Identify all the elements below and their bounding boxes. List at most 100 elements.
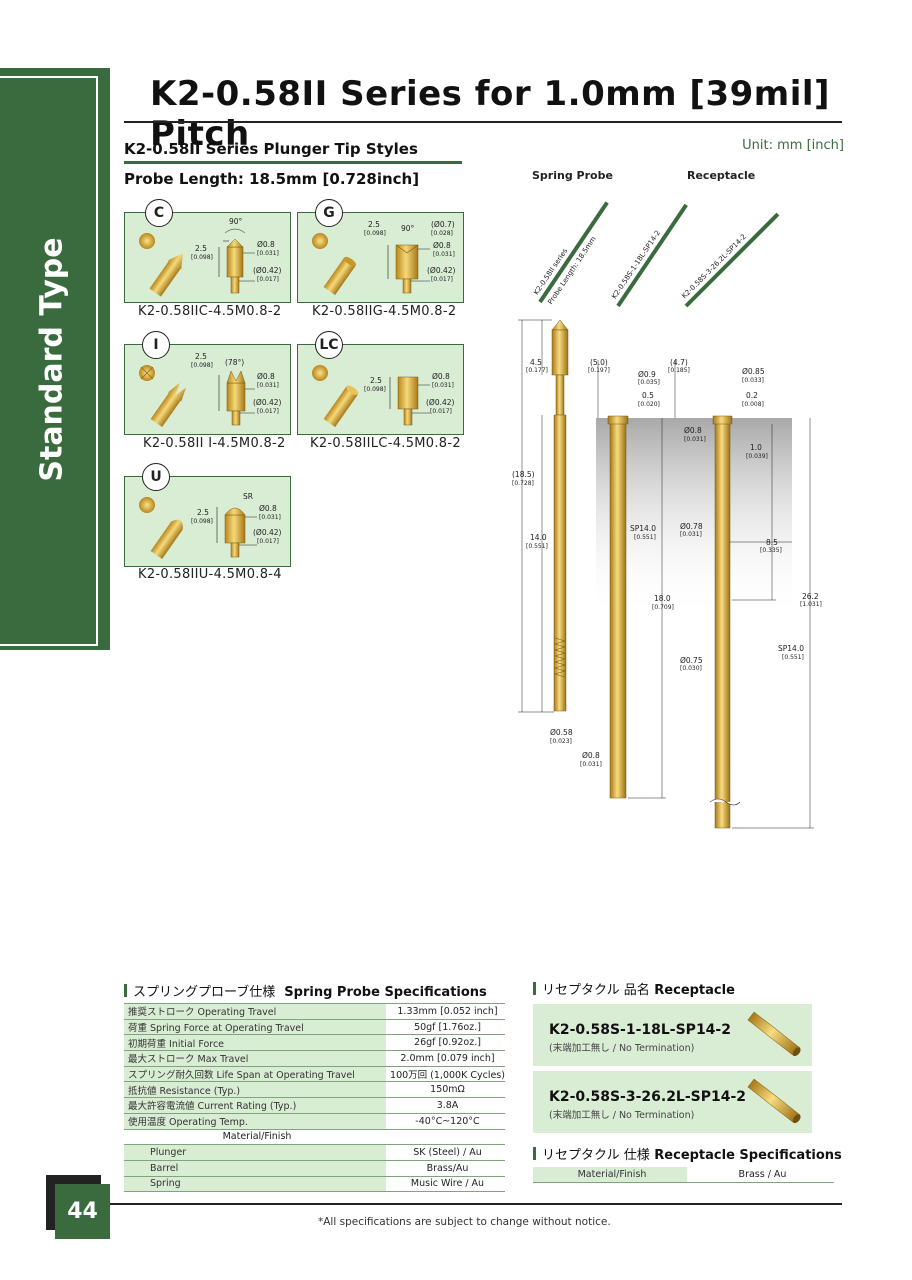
svg-text:4.5: 4.5 (530, 358, 542, 367)
svg-text:[0.008]: [0.008] (742, 401, 764, 408)
tip-name-c: K2-0.58IIC-4.5M0.8-2 (138, 304, 282, 319)
table-row: Material/Finish (124, 1129, 505, 1146)
svg-text:[0.031]: [0.031] (432, 382, 454, 389)
side-band: Standard Type (0, 68, 110, 650)
spring-spec-heading: スプリングプローブ仕様 Spring Probe Specifications (124, 981, 487, 1000)
svg-text:[0.035]: [0.035] (638, 379, 660, 386)
svg-text:[0.031]: [0.031] (680, 531, 702, 538)
svg-text:(4.7): (4.7) (670, 358, 688, 367)
svg-text:Ø0.8: Ø0.8 (684, 426, 702, 435)
tip-box-u: SR 2.5 [0.098] Ø0.8 [0.031] (Ø0.42) [0.0… (124, 463, 291, 567)
svg-text:[0.039]: [0.039] (746, 453, 768, 460)
tip-box-lc: 2.5 [0.098] Ø0.8 [0.031] (Ø0.42) [0.017]… (297, 331, 464, 435)
svg-text:Ø0.8: Ø0.8 (259, 504, 277, 513)
svg-text:K2-0.58S-1-18L-SP14-2: K2-0.58S-1-18L-SP14-2 (610, 229, 662, 301)
svg-text:(Ø0.42): (Ø0.42) (253, 266, 282, 275)
table-row: 抵抗値 Resistance (Typ.)150mΩ (124, 1081, 505, 1099)
svg-text:(18.5): (18.5) (512, 470, 535, 479)
svg-text:[0.017]: [0.017] (257, 276, 279, 283)
svg-text:[0.098]: [0.098] (364, 230, 386, 237)
svg-text:2.5: 2.5 (195, 244, 207, 253)
svg-text:[0.023]: [0.023] (550, 738, 572, 745)
table-row: 使用温度 Operating Temp.-40°C~120°C (124, 1113, 505, 1130)
table-row: 最大許容電流値 Current Rating (Typ.)3.8A (124, 1097, 505, 1114)
side-label: Standard Type (34, 236, 70, 482)
svg-text:[0.031]: [0.031] (259, 514, 281, 521)
page-title: K2-0.58II Series for 1.0mm [39mil] Pitch (150, 74, 831, 154)
svg-text:Ø0.8: Ø0.8 (257, 372, 275, 381)
tip-box-c: 90° 2.5 [0.098] Ø0.8 [0.031] (Ø0.42) [0.… (124, 199, 291, 303)
svg-text:[0.098]: [0.098] (191, 362, 213, 369)
svg-text:[0.177]: [0.177] (526, 367, 548, 374)
receptacle-spec-heading: リセプタクル 仕様 Receptacle Specifications (533, 1144, 842, 1163)
svg-text:[0.031]: [0.031] (433, 251, 455, 258)
svg-text:Ø0.78: Ø0.78 (680, 522, 703, 531)
board-section (596, 418, 792, 618)
col-spring-probe: Spring Probe (532, 169, 613, 182)
svg-text:[0.028]: [0.028] (431, 230, 453, 237)
svg-text:8.5: 8.5 (766, 538, 778, 547)
heading-bar (124, 984, 127, 997)
svg-text:SP14.0: SP14.0 (630, 524, 656, 533)
svg-text:[0.551]: [0.551] (634, 534, 656, 541)
svg-text:(5.0): (5.0) (590, 358, 608, 367)
svg-text:(Ø0.42): (Ø0.42) (427, 266, 456, 275)
svg-text:[0.031]: [0.031] (257, 382, 279, 389)
svg-text:[0.031]: [0.031] (684, 436, 706, 443)
footer-rule (110, 1203, 842, 1205)
svg-text:[0.031]: [0.031] (580, 761, 602, 768)
svg-text:Ø0.85: Ø0.85 (742, 367, 765, 376)
svg-text:[0.551]: [0.551] (782, 654, 804, 661)
receptacle-heading: リセプタクル 品名 Receptacle (533, 979, 735, 998)
svg-text:[0.709]: [0.709] (652, 604, 674, 611)
svg-text:(Ø0.42): (Ø0.42) (253, 528, 282, 537)
unit-label: Unit: mm [inch] (742, 138, 844, 153)
svg-text:[0.017]: [0.017] (257, 538, 279, 545)
tip-c-drawing: 90° 2.5 [0.098] Ø0.8 [0.031] (Ø0.42) [0.… (139, 217, 282, 297)
tip-top-view (139, 233, 155, 249)
svg-text:[0.551]: [0.551] (526, 543, 548, 550)
svg-text:K2-0.58S-3-26.2L-SP14-2: K2-0.58S-3-26.2L-SP14-2 (680, 233, 748, 301)
tip-name-lc: K2-0.58IILC-4.5M0.8-2 (310, 436, 461, 451)
title-rule (124, 121, 842, 123)
svg-text:[0.098]: [0.098] (364, 386, 386, 393)
tip-u-drawing: SR 2.5 [0.098] Ø0.8 [0.031] (Ø0.42) [0.0… (139, 492, 282, 560)
svg-text:[0.031]: [0.031] (257, 250, 279, 257)
svg-text:[0.033]: [0.033] (742, 377, 764, 384)
svg-text:[0.017]: [0.017] (431, 276, 453, 283)
probe-drawing: K2-0.58II series Probe Length: 18.5mm K2… (512, 201, 822, 829)
svg-text:26.2: 26.2 (802, 592, 819, 601)
svg-text:0.2: 0.2 (746, 391, 758, 400)
svg-text:Ø0.75: Ø0.75 (680, 656, 703, 665)
svg-text:Ø0.8: Ø0.8 (582, 751, 600, 760)
tip-c-angle: 90° (229, 217, 243, 226)
tip-lc-drawing: 2.5 [0.098] Ø0.8 [0.031] (Ø0.42) [0.017] (312, 365, 455, 428)
svg-text:[0.020]: [0.020] (638, 401, 660, 408)
tip-name-g: K2-0.58IIG-4.5M0.8-2 (312, 304, 457, 319)
svg-text:(Ø0.7): (Ø0.7) (431, 220, 455, 229)
tip-box-g: 90° 2.5 [0.098] (Ø0.7) [0.028] Ø0.8 [0.0… (297, 199, 464, 303)
footnote: *All specifications are subject to chang… (318, 1216, 611, 1228)
svg-text:0.5: 0.5 (642, 391, 654, 400)
svg-text:Ø0.8: Ø0.8 (432, 372, 450, 381)
tip-badge-g: G (315, 199, 343, 227)
tip-badge-u: U (142, 463, 170, 491)
svg-text:[0.098]: [0.098] (191, 518, 213, 525)
svg-text:SR: SR (243, 492, 253, 501)
col-receptacle: Receptacle (687, 169, 756, 182)
svg-text:[0.030]: [0.030] (680, 665, 702, 672)
tip-badge-i: I (142, 331, 170, 359)
svg-text:90°: 90° (401, 224, 415, 233)
section-title: K2-0.58II Series Plunger Tip Styles (124, 140, 418, 158)
svg-text:(Ø0.42): (Ø0.42) (253, 398, 282, 407)
page-number-box (55, 1184, 110, 1239)
svg-text:Ø0.8: Ø0.8 (433, 241, 451, 250)
svg-text:[1.031]: [1.031] (800, 601, 822, 608)
